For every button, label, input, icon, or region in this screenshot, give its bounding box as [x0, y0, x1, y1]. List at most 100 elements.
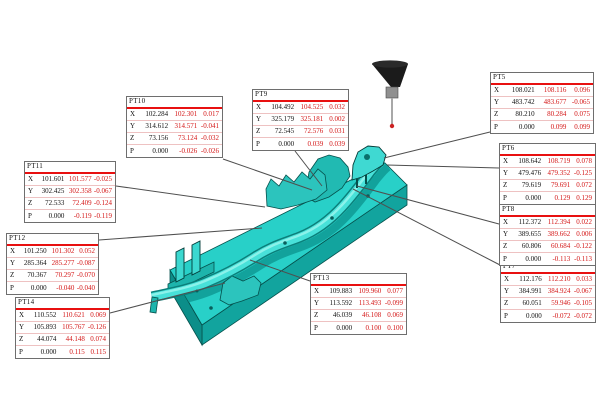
deviation-value: -0.125: [573, 169, 592, 177]
axis-label: X: [504, 275, 510, 283]
deviation-value: 0.078: [576, 157, 592, 165]
axis-label: X: [130, 110, 136, 118]
callout-title: PT14: [18, 298, 35, 306]
leader-line-pt14: [109, 282, 226, 314]
measured-value: 0.039: [307, 139, 324, 148]
axis-label: Y: [10, 259, 16, 267]
nominal-value: 108.021: [511, 86, 535, 94]
nominal-value: 0.000: [525, 254, 542, 263]
deviation-value: -0.122: [573, 242, 592, 250]
axis-label: P: [503, 193, 507, 202]
measured-value: -0.040: [56, 283, 75, 292]
measured-value: 72.409: [72, 199, 92, 207]
nominal-value: 101.250: [23, 247, 47, 255]
deviation-value: -0.067: [93, 187, 112, 195]
callout-accent-bar: [500, 154, 595, 156]
deviation-value: -0.087: [76, 259, 95, 267]
deviation-value: 0.099: [574, 122, 590, 131]
nominal-value: 60.051: [522, 299, 542, 307]
measured-value: 113.493: [358, 299, 382, 307]
axis-label: Y: [28, 187, 34, 195]
axis-label: Y: [503, 230, 509, 238]
axis-label: Z: [19, 335, 24, 343]
axis-label: Y: [256, 115, 262, 123]
axis-label: X: [314, 287, 320, 295]
callout-accent-bar: [311, 284, 406, 286]
nominal-value: 479.476: [518, 169, 542, 177]
measured-value: 70.297: [55, 271, 75, 279]
nominal-value: 72.545: [274, 127, 295, 135]
deviation-value: -0.040: [76, 283, 95, 292]
deviation-value: 0.002: [329, 115, 345, 123]
nominal-value: 72.533: [45, 199, 65, 207]
callout-accent-bar: [127, 107, 222, 109]
measured-value: 302.358: [68, 187, 92, 195]
hook-hole: [364, 154, 370, 160]
deviation-value: -0.032: [200, 134, 219, 142]
axis-label: Z: [494, 110, 499, 118]
deviation-value: -0.126: [87, 323, 106, 331]
callout-title: PT7: [503, 262, 516, 270]
measured-value: -0.026: [179, 146, 198, 155]
nominal-value: 80.210: [515, 110, 535, 118]
measured-value: 79.691: [551, 181, 571, 189]
measured-value: 44.148: [65, 335, 85, 343]
nominal-value: 110.552: [33, 311, 57, 319]
measured-value: 60.684: [551, 242, 571, 250]
measured-value: -0.072: [552, 311, 571, 320]
axis-label: P: [504, 311, 508, 320]
axis-label: P: [314, 323, 318, 332]
leader-line-pt9: [294, 150, 323, 187]
axis-label: Z: [10, 271, 15, 279]
clamp-post-right: [191, 240, 201, 276]
plate-hole: [283, 241, 287, 245]
deviation-value: 0.115: [90, 347, 107, 356]
measured-value: 0.115: [69, 347, 85, 356]
nominal-value: 105.893: [33, 323, 57, 331]
axis-label: Y: [314, 299, 320, 307]
callout-title: PT10: [129, 97, 146, 105]
rail-left-end-hook: [149, 296, 159, 314]
nominal-value: 73.156: [148, 134, 169, 142]
deviation-value: -0.065: [571, 98, 590, 106]
deviation-value: 0.096: [574, 86, 590, 94]
deviation-value: 0.033: [576, 275, 592, 283]
callout-accent-bar: [7, 244, 98, 246]
measured-value: 102.301: [174, 110, 198, 118]
deviation-value: 0.100: [387, 323, 403, 332]
measured-value: 108.719: [547, 157, 571, 165]
axis-label: X: [494, 86, 500, 94]
deviation-value: -0.072: [573, 311, 592, 320]
deviation-value: 0.006: [576, 230, 592, 238]
nominal-value: 302.425: [41, 187, 65, 195]
nominal-value: 102.284: [145, 110, 169, 118]
callout-accent-bar: [16, 308, 109, 310]
measured-value: 325.181: [300, 115, 324, 123]
